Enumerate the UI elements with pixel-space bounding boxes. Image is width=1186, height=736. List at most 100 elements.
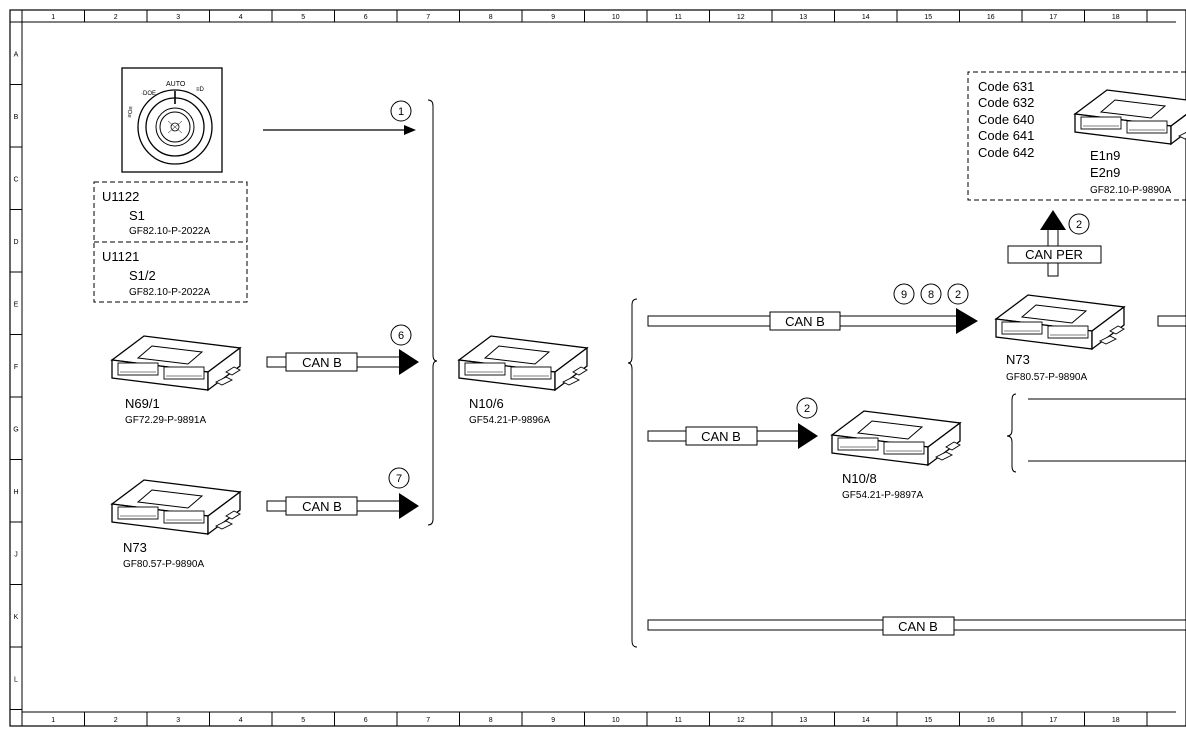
- u1121-ref: GF82.10-P-2022A: [129, 287, 210, 298]
- column-label: 8: [489, 14, 493, 21]
- column-label: 11: [675, 717, 682, 724]
- n10-6-module: N10/6 GF54.21-P-9896A: [458, 335, 588, 426]
- row-label: D: [13, 239, 18, 246]
- row-label: G: [13, 426, 18, 433]
- column-label: 16: [987, 14, 995, 21]
- column-label: 8: [489, 717, 493, 724]
- e1n9-name: E1n9: [1090, 148, 1120, 163]
- n69-1-can-label: CAN B: [302, 355, 342, 370]
- marker-9: 9: [901, 289, 907, 301]
- u1122-ref: GF82.10-P-2022A: [129, 226, 210, 237]
- row-label: A: [14, 51, 19, 58]
- column-label: 16: [987, 717, 995, 724]
- row-label: K: [14, 614, 19, 621]
- e2n9-name: E2n9: [1090, 165, 1120, 180]
- column-label: 15: [924, 717, 932, 724]
- e1n9-module: [1074, 89, 1186, 145]
- bottom-can-label: CAN B: [898, 619, 938, 634]
- n73-left-arrow-marker: 7: [396, 473, 402, 485]
- column-label: 10: [612, 14, 620, 21]
- code-640: Code 640: [978, 112, 1034, 127]
- column-label: 6: [364, 717, 368, 724]
- n73-right-can-label: CAN B: [785, 314, 825, 329]
- e-module-ref: GF82.10-P-9890A: [1090, 185, 1171, 196]
- can-per-marker: 2: [1076, 219, 1082, 231]
- row-label: E: [14, 301, 19, 308]
- column-label: 11: [675, 14, 682, 21]
- u1121-code: U1121: [102, 249, 139, 264]
- column-label: 4: [239, 14, 243, 21]
- column-label: 18: [1112, 14, 1120, 21]
- row-label: J: [14, 551, 18, 558]
- column-label: 5: [301, 14, 305, 21]
- column-label: 7: [426, 14, 430, 21]
- column-label: 13: [799, 717, 807, 724]
- column-label: 2: [114, 14, 118, 21]
- continuation-stub: [1157, 315, 1186, 327]
- n10-6-ref: GF54.21-P-9896A: [469, 415, 550, 426]
- n73-left-can-label: CAN B: [302, 499, 342, 514]
- can-per-arrow: CAN PER 2: [1007, 210, 1102, 277]
- code-631: Code 631: [978, 79, 1034, 94]
- code-642: Code 642: [978, 145, 1034, 160]
- column-label: 17: [1049, 14, 1057, 21]
- row-label: F: [14, 364, 18, 371]
- marker-8: 8: [928, 289, 934, 301]
- column-label: 1: [51, 14, 55, 21]
- code-641: Code 641: [978, 128, 1034, 143]
- column-label: 6: [364, 14, 368, 21]
- n69-1-arrow-marker: 6: [398, 330, 404, 342]
- light-switch-icon: ·DOE AUTO ≡D ≡O≡: [121, 67, 223, 173]
- column-label: 15: [924, 14, 932, 21]
- n73-right-name: N73: [1006, 352, 1030, 367]
- u1121-part: S1/2: [129, 268, 156, 283]
- column-label: 3: [176, 14, 180, 21]
- row-label: C: [13, 176, 18, 183]
- row-label: L: [14, 676, 18, 683]
- column-label: 2: [114, 717, 118, 724]
- marker-2-top: 2: [955, 289, 961, 301]
- n73-left-module: N73 GF80.57-P-9890A: [111, 479, 241, 570]
- n73-right-can-arrow: CAN B 9 8 2: [647, 283, 978, 334]
- switch-signal-arrow: 1: [263, 100, 416, 135]
- right-brace: [627, 298, 638, 648]
- small-brace: [1006, 393, 1186, 473]
- column-label: 10: [612, 717, 620, 724]
- column-label: 12: [737, 717, 745, 724]
- n10-6-name: N10/6: [469, 396, 504, 411]
- row-label: B: [14, 114, 19, 121]
- n73-right-module: N73 GF80.57-P-9890A: [995, 294, 1125, 383]
- left-brace: [427, 99, 438, 526]
- n10-8-can-arrow: CAN B 2: [647, 397, 818, 449]
- switch-label-parking: ·DOE: [141, 91, 156, 97]
- column-label: 14: [862, 717, 870, 724]
- n69-1-can-arrow: CAN B 6: [266, 324, 420, 376]
- column-label: 1: [51, 717, 55, 724]
- column-label: 13: [799, 14, 807, 21]
- bottom-can-bus: CAN B: [647, 616, 1186, 636]
- column-label: 7: [426, 717, 430, 724]
- can-per-label: CAN PER: [1025, 247, 1083, 262]
- switch-label-low-beam: ≡D: [196, 87, 205, 93]
- column-label: 18: [1112, 717, 1120, 724]
- switch-label-auto: AUTO: [166, 81, 186, 88]
- column-label: 17: [1049, 717, 1057, 724]
- n10-8-module: N10/8 GF54.21-P-9897A: [831, 410, 961, 501]
- n69-1-name: N69/1: [125, 396, 160, 411]
- n73-left-can-arrow: CAN B 7: [266, 467, 420, 520]
- column-label: 3: [176, 717, 180, 724]
- n73-left-ref: GF80.57-P-9890A: [123, 559, 204, 570]
- n73-left-name: N73: [123, 540, 147, 555]
- code-632: Code 632: [978, 95, 1034, 110]
- n69-1-module: N69/1 GF72.29-P-9891A: [111, 335, 241, 426]
- n10-8-ref: GF54.21-P-9897A: [842, 490, 923, 501]
- n10-8-can-label: CAN B: [701, 429, 741, 444]
- column-label: 14: [862, 14, 870, 21]
- u1122-part: S1: [129, 208, 145, 223]
- switch-arrow-marker: 1: [398, 106, 404, 118]
- switch-label-fog: ≡O≡: [127, 105, 135, 118]
